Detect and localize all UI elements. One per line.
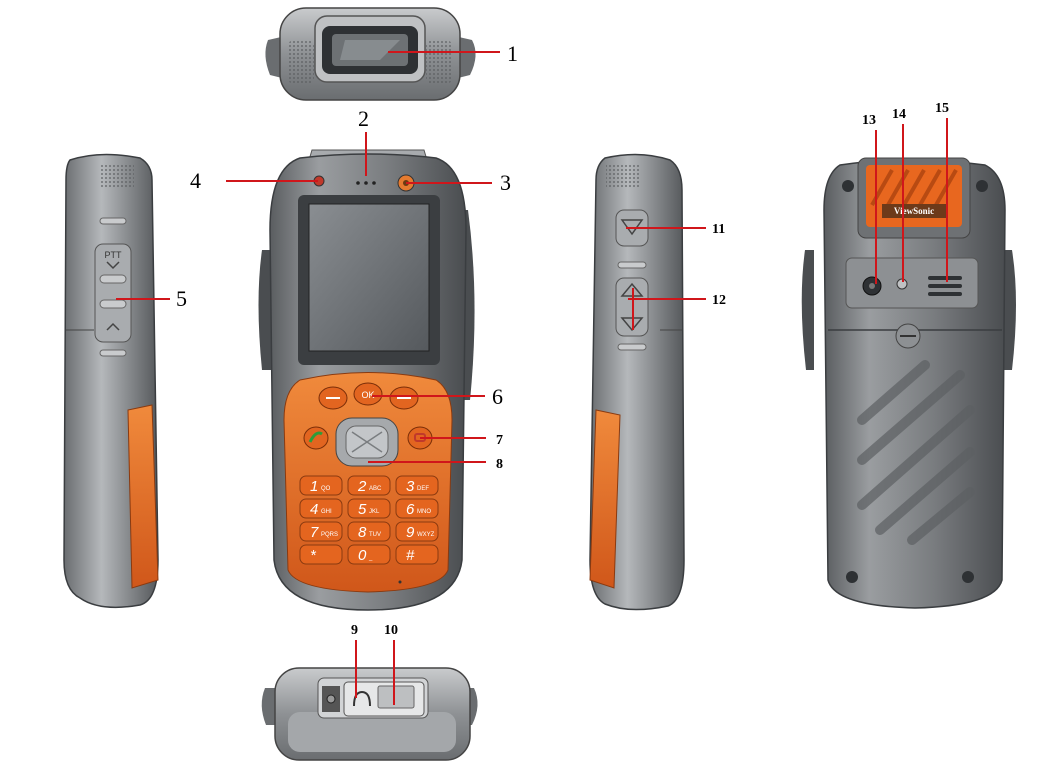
keypad-key-digit: 1	[310, 478, 318, 495]
keypad-key-digit: 5	[358, 501, 367, 518]
callout-3: 3	[500, 170, 511, 195]
keypad-key-body	[299, 521, 343, 542]
keypad-key-letters: WXYZ	[417, 532, 435, 538]
callout-7: 7	[496, 433, 503, 448]
callout-8: 8	[496, 457, 503, 472]
top-view	[265, 7, 476, 101]
callout-numbers: 1 2 3 4 5 6 7 8 9 10 11 12 13 14 15	[176, 41, 949, 638]
callout-11: 11	[712, 222, 725, 237]
keypad-key: #	[395, 544, 439, 565]
keypad-key-digit: 8	[358, 524, 367, 541]
keypad-key-body	[395, 498, 439, 519]
leader-lines	[116, 51, 948, 705]
callout-4: 4	[190, 168, 201, 193]
keypad-key-letters: MNO	[417, 509, 431, 515]
keypad-key-body	[347, 498, 391, 519]
callout-14: 14	[892, 107, 906, 122]
keypad-key: *	[299, 544, 343, 565]
keypad-key-letters: PQRS	[321, 532, 338, 538]
keypad-key-digit: 4	[310, 501, 318, 518]
bottom-view	[261, 667, 478, 761]
keypad-key-body	[347, 521, 391, 542]
callout-6: 6	[492, 384, 503, 409]
callout-1: 1	[507, 41, 518, 66]
keypad-key-digit: 3	[406, 478, 415, 495]
callout-9: 9	[351, 623, 358, 638]
keypad-key-letters: JKL	[369, 509, 380, 515]
callout-12: 12	[712, 293, 726, 308]
keypad-key-letters: QO	[321, 486, 331, 492]
keypad-key-body	[395, 521, 439, 542]
keypad-key-letters: TUV	[369, 532, 381, 538]
keypad-key-letters: _	[368, 555, 373, 561]
callout-13: 13	[862, 113, 876, 128]
keypad-key-body	[347, 475, 391, 496]
keypad-key-digit: 9	[406, 524, 415, 541]
back-view: ViewSonic	[801, 157, 1016, 609]
keypad-key-digit: 0	[358, 547, 367, 564]
keypad-key-letters: GHI	[321, 509, 332, 515]
ok-key-label: OK	[361, 390, 374, 400]
keypad-key-digit: #	[406, 547, 415, 564]
keypad-key: 0_	[347, 544, 391, 565]
keypad-key-body	[299, 475, 343, 496]
left-side-view: PTT	[63, 153, 159, 609]
keypad-key-letters: ABC	[369, 486, 382, 492]
keypad-key-body	[395, 475, 439, 496]
keypad-key-digit: 7	[310, 524, 319, 541]
keypad-key-body	[395, 544, 439, 565]
brand-label: ViewSonic	[894, 206, 934, 216]
callout-5: 5	[176, 286, 187, 311]
keypad-key-letters: DEF	[417, 486, 429, 492]
keypad-key-digit: 2	[357, 478, 367, 495]
keypad-key-body	[299, 498, 343, 519]
callout-10: 10	[384, 623, 398, 638]
callout-2: 2	[358, 106, 369, 131]
keypad-key-digit: 6	[406, 501, 415, 518]
keypad-key-digit: *	[310, 547, 317, 564]
right-side-view	[589, 153, 685, 611]
keypad-key-body	[347, 544, 391, 565]
callout-15: 15	[935, 101, 949, 116]
keypad-key-body	[299, 544, 343, 565]
ptt-label: PTT	[105, 250, 123, 260]
